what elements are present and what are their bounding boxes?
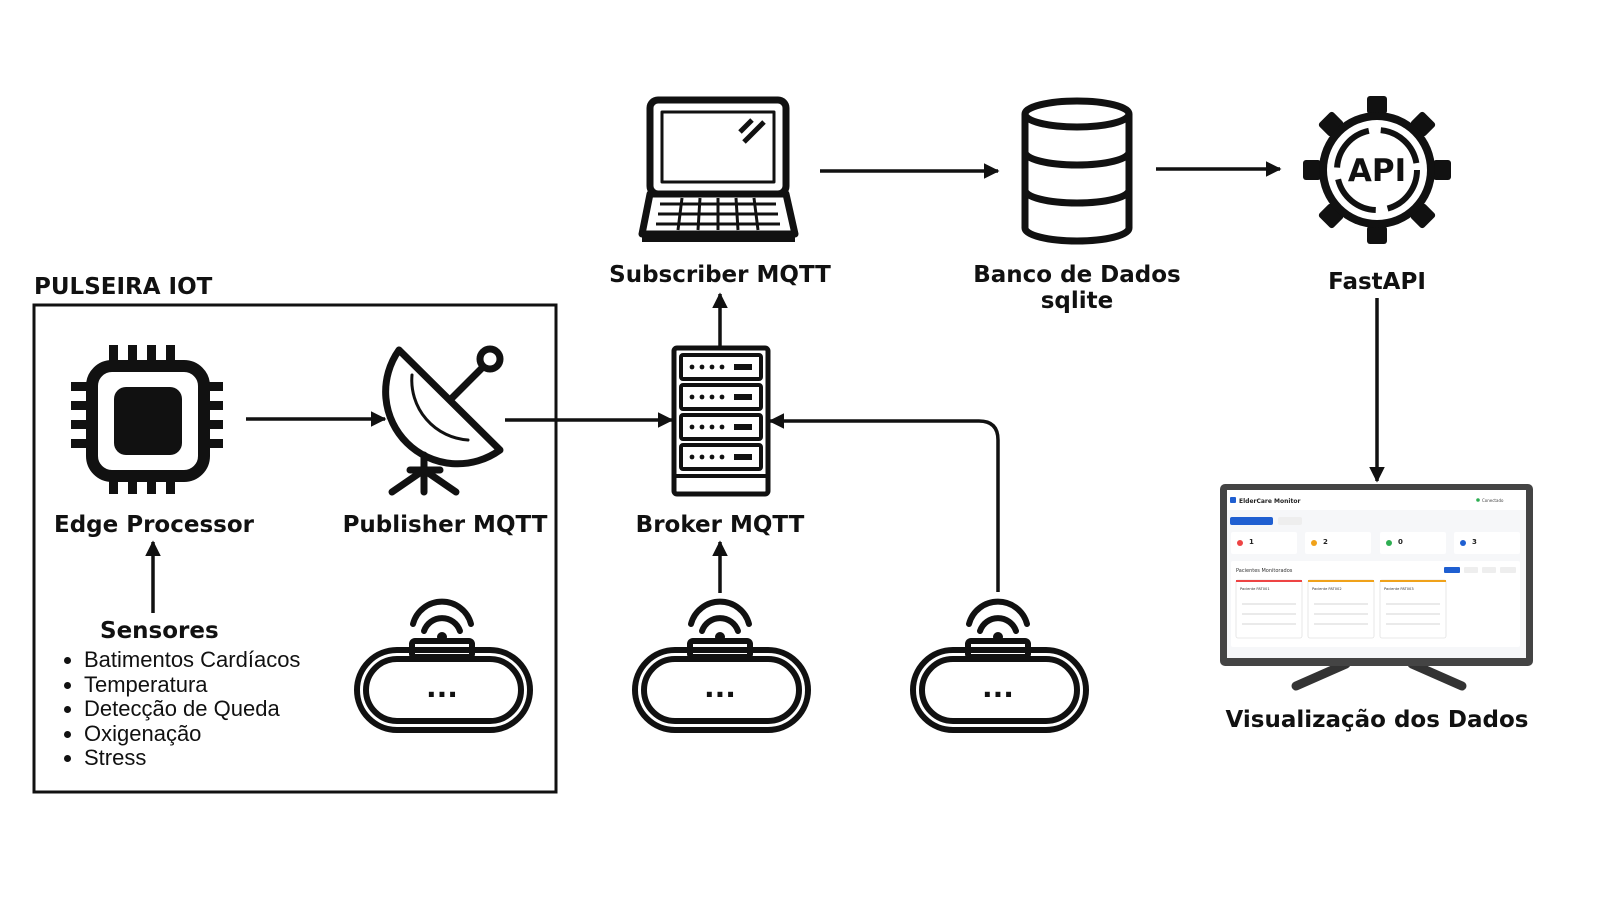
monitor-icon: ElderCare Monitor Conectado 1 2 0 3 Paci… bbox=[1220, 484, 1533, 691]
dashboard-app-title: ElderCare Monitor bbox=[1239, 498, 1300, 505]
subscriber-label: Subscriber MQTT bbox=[609, 262, 831, 288]
api-gear-icon: API bbox=[1303, 96, 1451, 244]
patient-name: Paciente PAT001 bbox=[1240, 587, 1270, 591]
arrow-bracelet3-to-broker bbox=[768, 413, 1000, 592]
dashboard-stat-cards: 1 2 0 3 bbox=[1231, 532, 1520, 554]
bracelet-dots: ... bbox=[704, 671, 736, 704]
dashboard-patient-cards: Paciente PAT001 Paciente PAT002 Paciente… bbox=[1235, 579, 1447, 639]
patient-name: Paciente PAT003 bbox=[1384, 587, 1414, 591]
bracelet-icon: ... bbox=[910, 598, 1089, 733]
sensor-item: Batimentos Cardíacos bbox=[84, 647, 300, 673]
broker-label: Broker MQTT bbox=[635, 512, 805, 538]
fastapi-label: FastAPI bbox=[1328, 269, 1426, 295]
dashboard-section-title: Pacientes Monitorados bbox=[1236, 568, 1293, 574]
pulseira-iot-box bbox=[32, 303, 558, 794]
api-icon-text: API bbox=[1348, 153, 1406, 189]
stat-value: 1 bbox=[1249, 538, 1254, 546]
bracelet-dots: ... bbox=[982, 671, 1014, 704]
laptop-icon bbox=[638, 96, 799, 242]
pulseira-iot-title: PULSEIRA IOT bbox=[34, 274, 213, 300]
sensors-title: Sensores bbox=[100, 618, 219, 644]
sensor-item: Oxigenação bbox=[84, 721, 300, 747]
visualization-label: Visualização dos Dados bbox=[1225, 707, 1529, 733]
database-label-line1: Banco de Dados bbox=[973, 262, 1181, 288]
bracelet-dots: ... bbox=[426, 671, 458, 704]
sensor-list: Batimentos Cardíacos Temperatura Detecçã… bbox=[64, 647, 300, 771]
database-label-line2: sqlite bbox=[1040, 288, 1114, 314]
dashboard-status: Conectado bbox=[1482, 498, 1504, 503]
database-icon bbox=[1021, 97, 1133, 245]
stat-value: 3 bbox=[1472, 538, 1477, 546]
bracelet-icon: ... bbox=[354, 598, 533, 733]
bracelet-icon: ... bbox=[632, 598, 811, 733]
publisher-label: Publisher MQTT bbox=[342, 512, 548, 538]
edge-processor-label: Edge Processor bbox=[53, 512, 254, 538]
satellite-dish-icon bbox=[382, 345, 504, 496]
sensor-item: Temperatura bbox=[84, 672, 300, 698]
stat-value: 2 bbox=[1323, 538, 1328, 546]
sensor-item: Detecção de Queda bbox=[84, 696, 300, 722]
stat-value: 0 bbox=[1398, 538, 1403, 546]
sensor-item: Stress bbox=[84, 745, 300, 771]
cpu-icon bbox=[71, 345, 223, 494]
server-rack-icon bbox=[671, 345, 771, 497]
patient-name: Paciente PAT002 bbox=[1312, 587, 1342, 591]
